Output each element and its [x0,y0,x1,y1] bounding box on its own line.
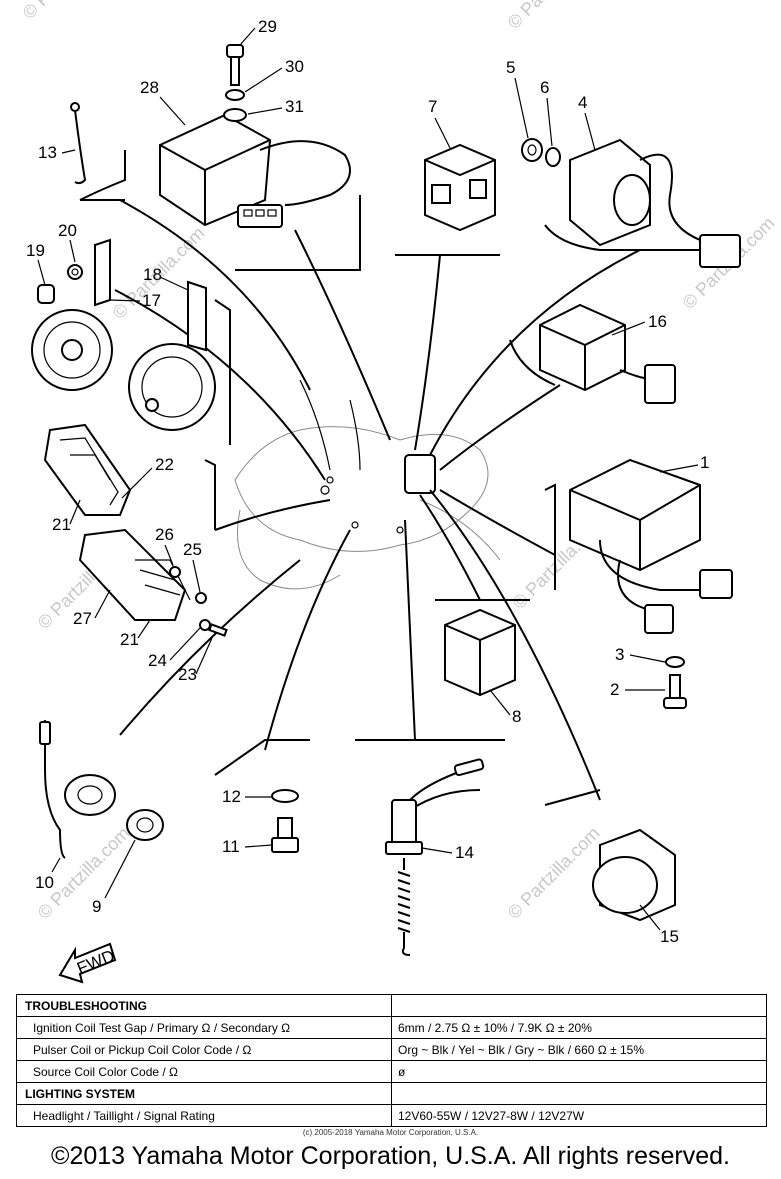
relay-7 [424,143,496,232]
spec-key: Source Coil Color Code / Ω [16,1060,392,1083]
table-row: TROUBLESHOOTING [16,994,767,1017]
callout-9: 9 [92,897,101,916]
callout-31: 31 [285,97,304,116]
washer-30 [225,89,245,101]
spec-key: Ignition Coil Test Gap / Primary Ω / Sec… [16,1016,392,1039]
callout-5: 5 [506,58,515,77]
callouts: 29 30 31 28 13 5 6 4 7 20 19 18 17 16 22… [26,17,709,946]
watermark-text: © Partzilla.com [504,0,604,33]
callout-8: 8 [512,707,521,726]
bolt-19 [37,284,55,304]
small-copyright: (c) 2005-2018 Yamaha Motor Corporation, … [302,1128,479,1137]
spec-key: Pulser Coil or Pickup Coil Color Code / … [16,1038,392,1061]
condenser-15 [592,828,676,922]
callout-15: 15 [660,927,679,946]
callout-27: 27 [73,609,92,628]
bolt-2 [663,674,687,709]
handlebar-switch-27 [78,528,191,621]
callout-13: 13 [38,143,57,162]
wire-lead-13 [70,102,87,185]
callout-3: 3 [615,645,624,664]
screw-26 [169,566,181,578]
callout-4: 4 [578,93,587,112]
copyright-notice: ©2013 Yamaha Motor Corporation, U.S.A. A… [51,1142,730,1170]
group-brackets [79,150,730,806]
callout-26: 26 [155,525,174,544]
table-row: LIGHTING SYSTEM [16,1082,767,1105]
callout-12: 12 [222,787,241,806]
module-16 [539,303,676,404]
callout-1: 1 [700,453,709,472]
troubleshooting-header: TROUBLESHOOTING [16,994,392,1017]
gasket-12 [271,789,299,803]
ignitor-unit-28 [159,113,351,228]
sensor-11 [271,817,299,853]
callout-6: 6 [540,78,549,97]
watermarks: © Partzilla.com © Partzilla.com © Partzi… [19,0,779,923]
washer-3 [665,656,685,668]
callout-21: 21 [120,630,139,649]
starter-relay-4 [569,138,741,268]
switch-10 [39,720,116,859]
fwd-arrow-icon: FWD [58,942,117,984]
callout-16: 16 [648,312,667,331]
callout-2: 2 [610,680,619,699]
watermark-text: © Partzilla.com [19,0,119,23]
table-row: Headlight / Taillight / Signal Rating 12… [16,1104,767,1127]
callout-18: 18 [143,265,162,284]
callout-30: 30 [285,57,304,76]
leader-lines [114,199,641,801]
horn-18 [128,280,216,431]
parts-diagram: © Partzilla.com © Partzilla.com © Partzi… [19,0,779,984]
callout-28: 28 [140,78,159,97]
watermark-text: © Partzilla.com [504,823,604,923]
sender-9 [126,809,164,841]
fwd-label: FWD [74,946,117,978]
table-row: Source Coil Color Code / Ω ø [16,1060,767,1083]
motorcycle-frame [234,379,501,590]
ignition-coil-center [404,454,436,494]
lighting-header: LIGHTING SYSTEM [16,1082,392,1105]
callout-7: 7 [428,97,437,116]
table-row: Ignition Coil Test Gap / Primary Ω / Sec… [16,1016,767,1039]
bolt-29 [226,44,244,86]
nut-5 [521,138,543,162]
handlebar-switch-22 [43,423,132,516]
callout-24: 24 [148,651,167,670]
spec-value: 6mm / 2.75 Ω ± 10% / 7.9K Ω ± 20% [391,1016,767,1039]
callout-23: 23 [178,665,197,684]
callout-29: 29 [258,17,277,36]
callout-11: 11 [222,837,240,856]
callout-25: 25 [183,540,202,559]
washer-31 [223,108,247,122]
spec-value: Org ~ Blk / Yel ~ Blk / Gry ~ Blk / 660 … [391,1038,767,1061]
nut-20 [67,264,83,280]
specification-table: TROUBLESHOOTING Ignition Coil Test Gap /… [16,994,767,1127]
callout-21: 21 [52,515,71,534]
callout-17: 17 [142,291,161,310]
callout-10: 10 [35,873,54,892]
spec-value: 12V60-55W / 12V27-8W / 12V27W [391,1104,767,1127]
callout-19: 19 [26,241,45,260]
flasher-relay-8 [444,608,516,697]
washer-6 [545,147,561,167]
stop-switch-14 [385,758,485,956]
washer-24 [199,619,211,631]
callout-14: 14 [455,843,474,862]
spec-key: Headlight / Taillight / Signal Rating [16,1104,392,1127]
callout-20: 20 [58,221,77,240]
spec-value: ø [391,1060,767,1083]
callout-22: 22 [155,455,174,474]
screw-25 [195,592,207,604]
table-row: Pulser Coil or Pickup Coil Color Code / … [16,1038,767,1061]
horn-17 [31,238,113,391]
regulator-rectifier-1 [569,458,733,634]
